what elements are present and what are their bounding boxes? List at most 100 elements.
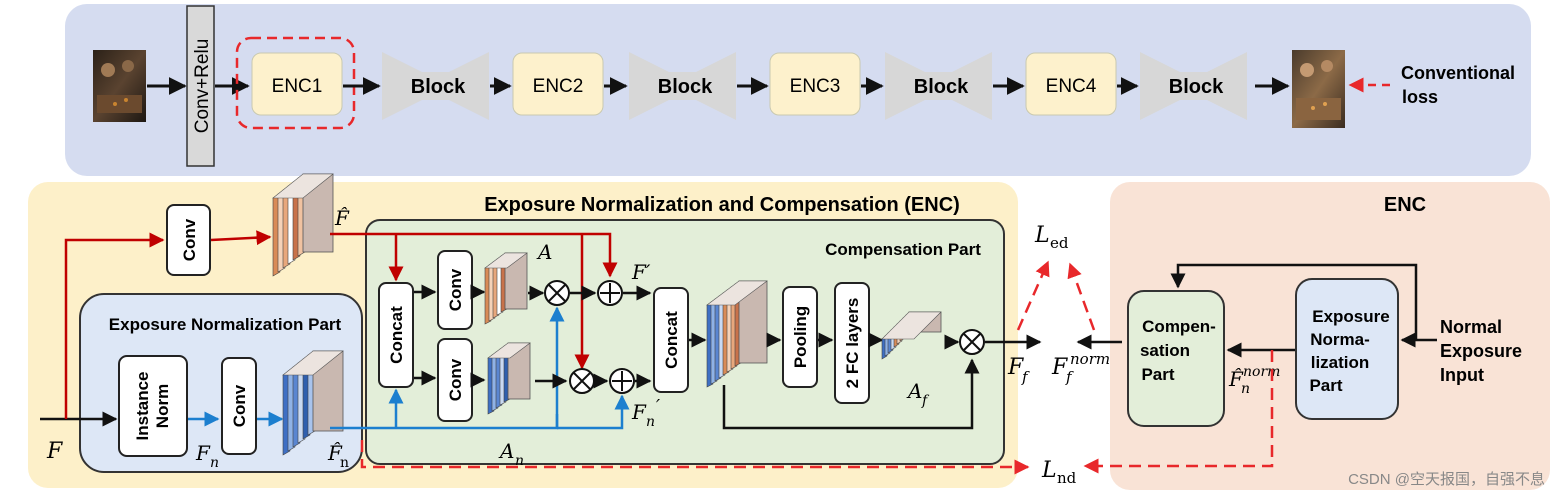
side-comp-line3: Part bbox=[1141, 365, 1174, 384]
f-hat-red-line bbox=[330, 232, 618, 278]
instance-norm-label-2: Norm bbox=[153, 384, 172, 428]
side-norm-line2: Norma- bbox=[1310, 330, 1370, 349]
a-f-label: A bbox=[906, 379, 922, 403]
conv-b-label: Conv bbox=[446, 358, 465, 401]
f-n-prime-sub: n bbox=[646, 414, 655, 430]
add-op-bottom bbox=[609, 368, 635, 394]
l-ed-dashed-right bbox=[1067, 262, 1096, 331]
l-nd-sub: nd bbox=[1057, 469, 1077, 487]
f-prime-label: F′ bbox=[631, 260, 651, 284]
a-n-label: A bbox=[498, 439, 514, 463]
f-hat-n-sub: n bbox=[340, 455, 349, 471]
ff-norm-sub: f bbox=[1065, 368, 1074, 386]
side-top-feedback bbox=[1170, 263, 1418, 340]
concat-2-block bbox=[653, 287, 689, 393]
f-n-prime-mark: ′ bbox=[656, 396, 660, 417]
f-n-sub: n bbox=[210, 455, 219, 471]
multiply-op-top bbox=[544, 280, 570, 306]
block-1-label: Block bbox=[411, 76, 466, 98]
enc1-box bbox=[251, 52, 343, 116]
attention-af-stack bbox=[881, 311, 942, 360]
block-2-label: Block bbox=[658, 76, 713, 98]
conv-relu-layer bbox=[186, 5, 215, 167]
enc2-box bbox=[512, 52, 604, 116]
attention-an-stack bbox=[487, 342, 531, 415]
l-nd-dashed-left bbox=[360, 440, 1030, 475]
block-3 bbox=[885, 52, 992, 120]
residual-path bbox=[722, 358, 980, 430]
a-f-sub: f bbox=[921, 393, 930, 409]
fn-norm-sub: n bbox=[1241, 381, 1250, 397]
fn-norm-sup: norm bbox=[1243, 364, 1280, 380]
concat-1-block bbox=[378, 282, 414, 388]
input-f-label: F bbox=[46, 439, 63, 464]
add-op-top bbox=[597, 280, 623, 306]
conv-top-label: Conv bbox=[180, 218, 199, 261]
f-hat-n-label: F̂ bbox=[327, 441, 343, 465]
l-ed-label: L bbox=[1034, 223, 1050, 248]
fc-layers-label: 2 FC layers bbox=[843, 298, 862, 389]
pooling-block bbox=[782, 286, 818, 388]
f-f-sub: f bbox=[1021, 368, 1030, 386]
f-f-label: F bbox=[1007, 355, 1024, 380]
f-n-label: F bbox=[195, 441, 211, 465]
side-normalization-block bbox=[1295, 278, 1399, 420]
f-hat-feature-stack bbox=[272, 173, 334, 277]
enc3-label: ENC3 bbox=[790, 76, 841, 97]
f-hat-n-feature-stack bbox=[282, 350, 344, 456]
concat-1-label: Concat bbox=[387, 306, 406, 364]
conv-top-block bbox=[166, 204, 211, 276]
side-norm-line4: Part bbox=[1309, 376, 1342, 395]
instance-norm-block bbox=[118, 355, 188, 457]
multiply-op-bottom bbox=[569, 368, 595, 394]
side-norm-line1: Exposure bbox=[1312, 307, 1389, 326]
output-image-thumbnail bbox=[1292, 50, 1345, 128]
enc4-label: ENC4 bbox=[1046, 76, 1097, 97]
f-hat-label: F̂ bbox=[334, 206, 350, 230]
enc-panel-title: Exposure Normalization and Compensation … bbox=[484, 194, 960, 216]
pooling-label: Pooling bbox=[791, 306, 810, 368]
side-comp-line1: Compen- bbox=[1142, 317, 1216, 336]
side-comp-line2: sation bbox=[1140, 341, 1190, 360]
l-ed-sub: ed bbox=[1050, 234, 1069, 252]
multiply-op-final bbox=[959, 329, 985, 355]
input-image-thumbnail bbox=[93, 50, 146, 122]
enc1-highlight-dashed bbox=[235, 36, 356, 130]
l-nd-label: L bbox=[1041, 458, 1057, 483]
compensation-part-title: Compensation Part bbox=[825, 240, 981, 259]
l-ed-dashed-left bbox=[1016, 260, 1050, 331]
block-4 bbox=[1140, 52, 1247, 120]
f-n-prime-label: F bbox=[631, 400, 647, 424]
enc3-box bbox=[769, 52, 861, 116]
norm-conv-block bbox=[221, 357, 257, 455]
enc-block-row: ENC1 Block ENC2 Block ENC3 Block ENC4 Block bbox=[251, 52, 1247, 120]
conv-a-label: Conv bbox=[446, 268, 465, 311]
normal-exposure-input-3: Input bbox=[1440, 365, 1484, 385]
ff-norm-label: F bbox=[1051, 355, 1068, 380]
fn-norm-label: F̂ bbox=[1228, 367, 1244, 391]
a-label: A bbox=[536, 240, 552, 264]
l-nd-dashed-right bbox=[1083, 350, 1274, 474]
block-3-label: Block bbox=[914, 76, 969, 98]
side-norm-line3: lization bbox=[1311, 353, 1370, 372]
side-compensation-block bbox=[1127, 290, 1225, 427]
conventional-loss-label-line2: loss bbox=[1402, 87, 1438, 107]
block-1 bbox=[382, 52, 489, 120]
normal-exposure-input-2: Exposure bbox=[1440, 341, 1522, 361]
conv-relu-label: Conv+Relu bbox=[192, 39, 213, 134]
instance-norm-label-1: Instance bbox=[133, 372, 152, 441]
skip-path-red bbox=[64, 232, 165, 419]
enc1-label: ENC1 bbox=[272, 76, 323, 97]
normal-exposure-input-1: Normal bbox=[1440, 317, 1502, 337]
normalization-part-title: Exposure Normalization Part bbox=[109, 315, 342, 334]
block-2 bbox=[629, 52, 736, 120]
enc-side-title: ENC bbox=[1384, 194, 1426, 216]
block-4-label: Block bbox=[1169, 76, 1224, 98]
attention-a-stack bbox=[484, 252, 528, 325]
a-n-sub: n bbox=[515, 453, 524, 469]
concat-2-label: Concat bbox=[662, 311, 681, 369]
enc2-label: ENC2 bbox=[533, 76, 584, 97]
norm-conv-label: Conv bbox=[230, 384, 249, 427]
concatenated-feature-stack bbox=[706, 280, 768, 388]
